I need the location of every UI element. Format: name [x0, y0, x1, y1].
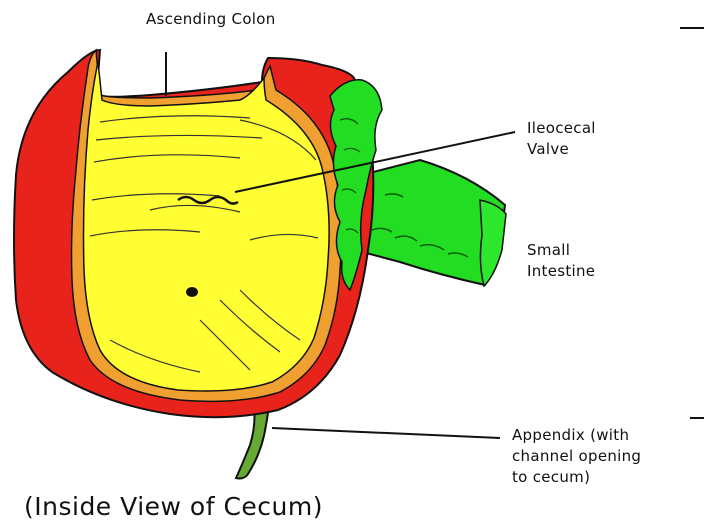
label-appendix-line-2: channel opening: [512, 446, 641, 467]
label-small-intestine-line-1: Small: [527, 240, 595, 261]
label-small-intestine-line-2: Intestine: [527, 261, 595, 282]
appendix-opening: [186, 287, 198, 297]
label-ileocecal-line-2: Valve: [527, 139, 596, 160]
label-ascending-colon: Ascending Colon: [146, 9, 276, 30]
label-appendix: Appendix (with channel opening to cecum): [512, 425, 641, 488]
label-ileocecal-valve: Ileocecal Valve: [527, 118, 596, 160]
diagram-caption: (Inside View of Cecum): [24, 492, 323, 521]
small-intestine-end: [480, 200, 506, 286]
label-appendix-line-3: to cecum): [512, 467, 641, 488]
label-appendix-line-1: Appendix (with: [512, 425, 641, 446]
label-ascending-colon-text: Ascending Colon: [146, 9, 276, 30]
label-ileocecal-line-1: Ileocecal: [527, 118, 596, 139]
label-small-intestine: Small Intestine: [527, 240, 595, 282]
